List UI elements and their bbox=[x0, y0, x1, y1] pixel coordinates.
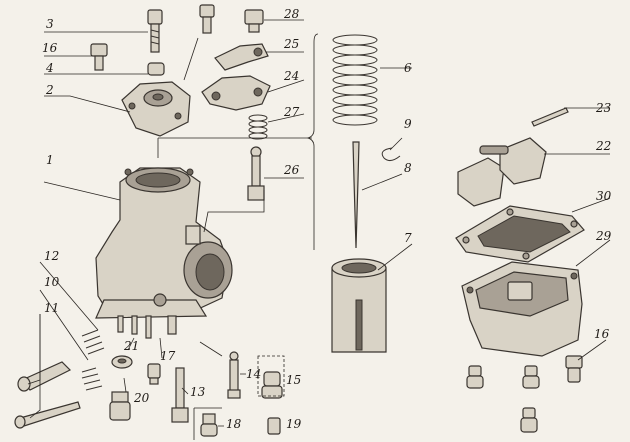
part-16-screw-left bbox=[90, 43, 108, 71]
callout-29: 29 bbox=[595, 229, 612, 243]
bracket-top bbox=[306, 33, 319, 250]
callout-22: 22 bbox=[595, 139, 611, 153]
part-22-float bbox=[457, 137, 547, 207]
callout-12: 12 bbox=[44, 249, 59, 263]
callout-7: 7 bbox=[404, 231, 412, 245]
part-6-spring bbox=[332, 34, 378, 126]
leader-lines bbox=[27, 19, 611, 440]
bowl-screw-a bbox=[466, 365, 484, 389]
part-11-screw-lower bbox=[14, 401, 81, 429]
part-19-screw bbox=[267, 417, 281, 435]
callout-21: 21 bbox=[123, 339, 139, 353]
callout-17: 17 bbox=[160, 349, 176, 363]
callout-8: 8 bbox=[404, 161, 412, 175]
part-15-jet bbox=[261, 371, 283, 399]
callout-16-right: 16 bbox=[594, 327, 610, 341]
bowl-screw-c bbox=[520, 407, 538, 433]
callout-6: 6 bbox=[404, 61, 412, 75]
callout-1: 1 bbox=[46, 153, 54, 167]
part-8-needle bbox=[352, 141, 360, 249]
callout-14: 14 bbox=[246, 367, 261, 381]
part-14-pilot-jet bbox=[227, 351, 241, 399]
part-29-float-bowl bbox=[461, 261, 583, 357]
part-26-rod bbox=[247, 146, 265, 201]
part-28-nut bbox=[244, 9, 264, 33]
part-2-cap bbox=[121, 81, 191, 137]
part-11-screw-upper bbox=[17, 361, 72, 392]
part-16-screw-right bbox=[565, 355, 583, 383]
part-30-gasket bbox=[455, 205, 585, 263]
callout-28: 28 bbox=[283, 7, 300, 21]
bowl-screw-b bbox=[522, 365, 540, 389]
callout-18: 18 bbox=[226, 417, 242, 431]
callout-3: 3 bbox=[46, 17, 54, 31]
part-25-lever bbox=[214, 43, 269, 71]
callout-23: 23 bbox=[595, 101, 612, 115]
part-9-clip bbox=[381, 147, 401, 162]
part-3-screw bbox=[147, 9, 163, 53]
callout-4: 4 bbox=[45, 61, 54, 75]
part-7-throttle-slide bbox=[331, 258, 387, 353]
part-23-pin bbox=[531, 107, 569, 127]
callout-27: 27 bbox=[283, 105, 300, 119]
callout-2: 2 bbox=[45, 83, 54, 97]
callout-30: 30 bbox=[596, 189, 612, 203]
callout-16-left: 16 bbox=[42, 41, 58, 55]
part-10-spring bbox=[81, 367, 103, 391]
part-small-screw bbox=[199, 4, 215, 34]
callout-25: 25 bbox=[283, 37, 299, 51]
callout-13: 13 bbox=[190, 385, 206, 399]
part-13-needle-jet bbox=[171, 367, 189, 423]
callout-26: 26 bbox=[283, 163, 300, 177]
callout-24: 24 bbox=[283, 69, 299, 83]
part-18-screw bbox=[200, 413, 218, 437]
callout-labels: 3 16 4 2 1 28 25 24 27 26 6 9 8 7 23 22 … bbox=[42, 7, 612, 431]
callout-10: 10 bbox=[44, 275, 60, 289]
part-21-washer bbox=[111, 355, 133, 369]
callout-9: 9 bbox=[404, 117, 412, 131]
callout-15: 15 bbox=[286, 373, 301, 387]
callout-19: 19 bbox=[286, 417, 302, 431]
callout-20: 20 bbox=[133, 391, 150, 405]
callout-11: 11 bbox=[44, 301, 59, 315]
part-1-carburetor-body bbox=[95, 167, 233, 339]
part-12-spring bbox=[81, 329, 105, 355]
part-20-plug bbox=[109, 391, 131, 421]
part-24-lever bbox=[201, 75, 271, 111]
part-27-spring bbox=[248, 114, 268, 140]
part-17-jet bbox=[147, 363, 161, 385]
part-4-nut bbox=[147, 62, 165, 76]
